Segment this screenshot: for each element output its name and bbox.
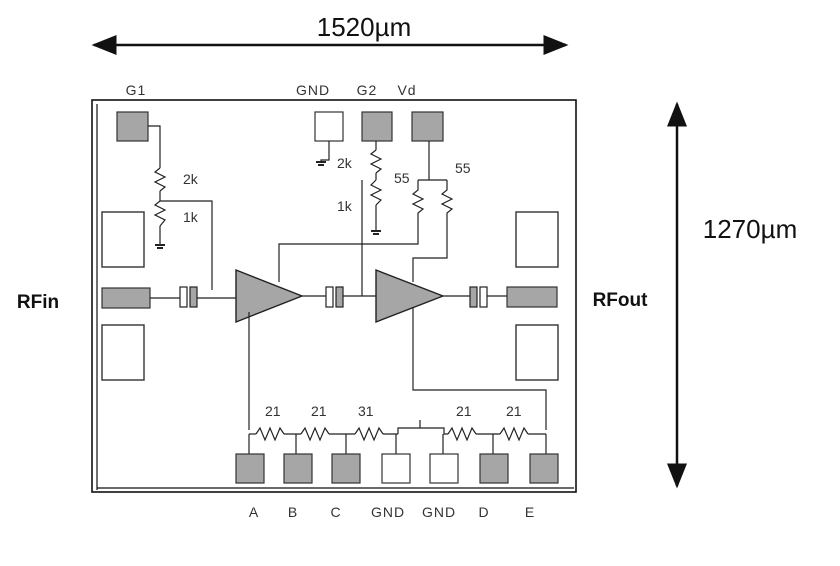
resistor-ab [255, 426, 285, 442]
gnd-top-pad [314, 111, 344, 142]
g1-resistor-upper-label: 2k [183, 171, 199, 187]
g1-resistor-lower-label: 1k [183, 209, 199, 225]
pad-drops [248, 434, 547, 454]
g1-resistor-upper [153, 167, 167, 192]
pad-a [235, 453, 265, 484]
pad-gnd-2-label: GND [422, 504, 456, 520]
vd-label: Vd [397, 82, 416, 98]
pad-gnd-1 [381, 453, 411, 484]
vd-resistor-left [411, 180, 425, 220]
pad-gnd-1-label: GND [371, 504, 405, 520]
resistor-c-gnd [354, 426, 384, 442]
pad-b-label: B [288, 504, 298, 520]
rfout-label: RFout [593, 290, 649, 311]
rfin-gnd-pad-top [101, 211, 145, 268]
amplifier-1 [235, 268, 304, 324]
vd-bias-wire [418, 141, 447, 181]
vd-feed-amp2 [278, 220, 419, 282]
pad-c [331, 453, 361, 484]
g2-resistor-lower-label: 1k [337, 198, 353, 214]
resistor-de-label: 21 [506, 403, 522, 419]
rfout-gnd-pad-top [515, 211, 559, 268]
pad-a-label: A [249, 504, 259, 520]
g2-pad [361, 111, 393, 142]
resistor-gnd-d [447, 426, 477, 442]
gnd-top-label: GND [296, 82, 330, 98]
amplifier-2 [375, 268, 445, 324]
gnd-top-ground-symbol [316, 161, 326, 166]
rfin-label: RFin [17, 292, 59, 313]
vd-pad [411, 111, 444, 142]
resistor-bc-label: 21 [311, 403, 327, 419]
g1-pad [116, 111, 149, 142]
resistor-ab-label: 21 [265, 403, 281, 419]
resistor-de [499, 426, 529, 442]
g2-ground-symbol [371, 230, 381, 235]
output-capacitor [469, 286, 488, 308]
pad-b [283, 453, 313, 484]
g1-label: G1 [126, 82, 147, 98]
pad-d [479, 453, 509, 484]
g1-divider-node [159, 191, 213, 290]
g2-label: G2 [357, 82, 378, 98]
pad-e-label: E [525, 504, 535, 520]
resistor-gnd-d-label: 21 [456, 403, 472, 419]
pad-c-label: C [330, 504, 341, 520]
g2-resistor-lower [369, 179, 383, 206]
pad-d-label: D [478, 504, 489, 520]
rfout-gnd-pad-bottom [515, 324, 559, 381]
height-dimension-label: 1270µm [703, 214, 797, 244]
rfout-pad [506, 286, 558, 308]
g2-resistor-upper-label: 2k [337, 155, 353, 171]
interstage-capacitor [325, 286, 344, 308]
pad-gnd-2 [429, 453, 459, 484]
rfin-gnd-pad-bottom [101, 324, 145, 381]
g2-resistor-upper [369, 149, 383, 174]
vd-resistor-right-label: 55 [455, 160, 471, 176]
input-capacitor [179, 286, 198, 308]
g1-bias-wire [148, 125, 161, 168]
g1-resistor-lower [153, 200, 167, 227]
vd-feed-amp2-drain [412, 220, 448, 282]
rfin-pad [101, 287, 151, 309]
pad-e [529, 453, 559, 484]
amp2-bottom-wire [412, 308, 547, 430]
resistor-c-gnd-label: 31 [358, 403, 374, 419]
g1-ground-symbol [155, 244, 165, 249]
vd-resistor-right [440, 180, 454, 220]
width-dimension-label: 1520µm [317, 12, 411, 42]
resistor-bc [300, 426, 330, 442]
vd-resistor-left-label: 55 [394, 170, 410, 186]
